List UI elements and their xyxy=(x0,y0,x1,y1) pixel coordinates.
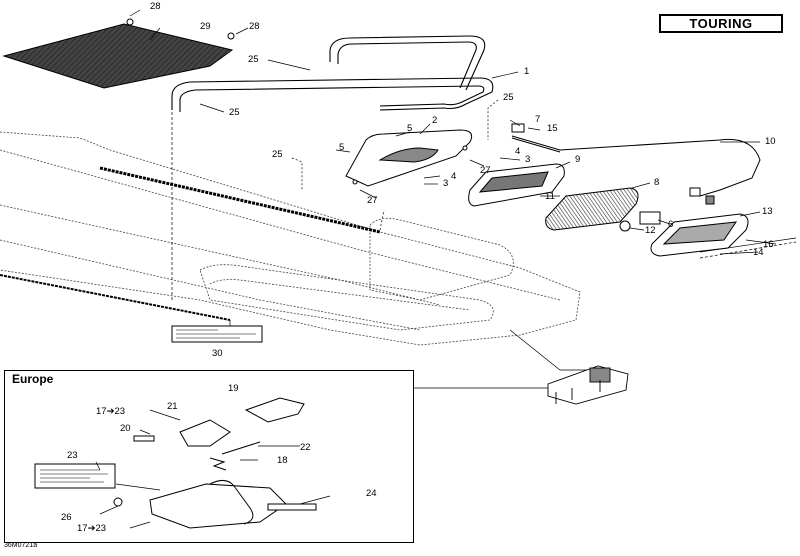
callout-21: 21 xyxy=(167,401,178,412)
callout-6: 6 xyxy=(668,219,674,230)
taillight-housing xyxy=(468,163,565,207)
spring-22 xyxy=(221,441,261,455)
callout-23: 23 xyxy=(67,450,78,461)
callout-24: 24 xyxy=(366,488,377,499)
callout-5: 5 xyxy=(339,142,345,153)
leader-lines xyxy=(129,9,777,389)
bolt-24 xyxy=(267,503,317,511)
tunnel-frame xyxy=(0,131,581,346)
callout-14: 14 xyxy=(753,247,764,258)
callout-13: 13 xyxy=(762,206,773,217)
callout-25: 25 xyxy=(248,54,259,65)
callout-10: 10 xyxy=(765,136,776,147)
callout-3: 3 xyxy=(525,154,531,165)
grab-handle xyxy=(171,35,494,112)
callout-8: 8 xyxy=(654,177,660,188)
connector xyxy=(511,123,525,133)
tunnel-rail xyxy=(0,166,381,321)
callout-25: 25 xyxy=(272,149,283,160)
callout-25: 25 xyxy=(229,107,240,118)
warning-label-30 xyxy=(171,325,263,343)
callout-17-23: 17➔23 xyxy=(96,406,126,417)
bulb-socket xyxy=(619,211,661,232)
callout-9: 9 xyxy=(575,154,581,165)
callout-5: 5 xyxy=(407,123,413,134)
callout-25: 25 xyxy=(503,92,514,103)
taillight-lens xyxy=(650,213,749,257)
wiring-harness xyxy=(511,135,761,205)
callout-28: 28 xyxy=(249,21,260,32)
callout-30: 30 xyxy=(212,348,223,359)
callout-4: 4 xyxy=(515,146,521,157)
handle-bracket xyxy=(345,129,473,187)
hitch-hook xyxy=(209,480,254,525)
pin-19 xyxy=(244,397,305,423)
callout-27: 27 xyxy=(480,165,491,176)
callout-18: 18 xyxy=(277,455,288,466)
callout-12: 12 xyxy=(645,225,656,236)
bracket-21 xyxy=(179,419,231,447)
europe-inset-drawing xyxy=(34,397,331,529)
callout-1: 1 xyxy=(524,66,530,77)
callout-3: 3 xyxy=(443,178,449,189)
callout-29: 29 xyxy=(200,21,211,32)
callout-27: 27 xyxy=(367,195,378,206)
document-code: 36M0721a xyxy=(4,542,38,549)
taillight-reflector xyxy=(545,187,639,231)
clip-18 xyxy=(209,457,227,471)
callout-7: 7 xyxy=(535,114,541,125)
bolt-20 xyxy=(133,435,155,442)
callout-19: 19 xyxy=(228,383,239,394)
touring-badge: TOURING xyxy=(659,14,783,33)
callout-2: 2 xyxy=(432,115,438,126)
callout-26: 26 xyxy=(61,512,72,523)
callout-22: 22 xyxy=(300,442,311,453)
hitch-plate xyxy=(149,483,287,529)
callout-20: 20 xyxy=(120,423,131,434)
warning-label-23 xyxy=(34,463,116,489)
callout-16: 16 xyxy=(763,239,774,250)
callout-28: 28 xyxy=(150,1,161,12)
callout-15: 15 xyxy=(547,123,558,134)
callout-17-23: 17➔23 xyxy=(77,523,107,534)
cargo-rack-grid xyxy=(2,18,235,89)
dimension-lines xyxy=(699,237,797,259)
europe-inset xyxy=(4,370,414,543)
callout-11: 11 xyxy=(545,191,555,202)
europe-inset-title: Europe xyxy=(12,372,54,386)
hitch-assembly xyxy=(547,365,629,405)
callout-4: 4 xyxy=(451,171,457,182)
